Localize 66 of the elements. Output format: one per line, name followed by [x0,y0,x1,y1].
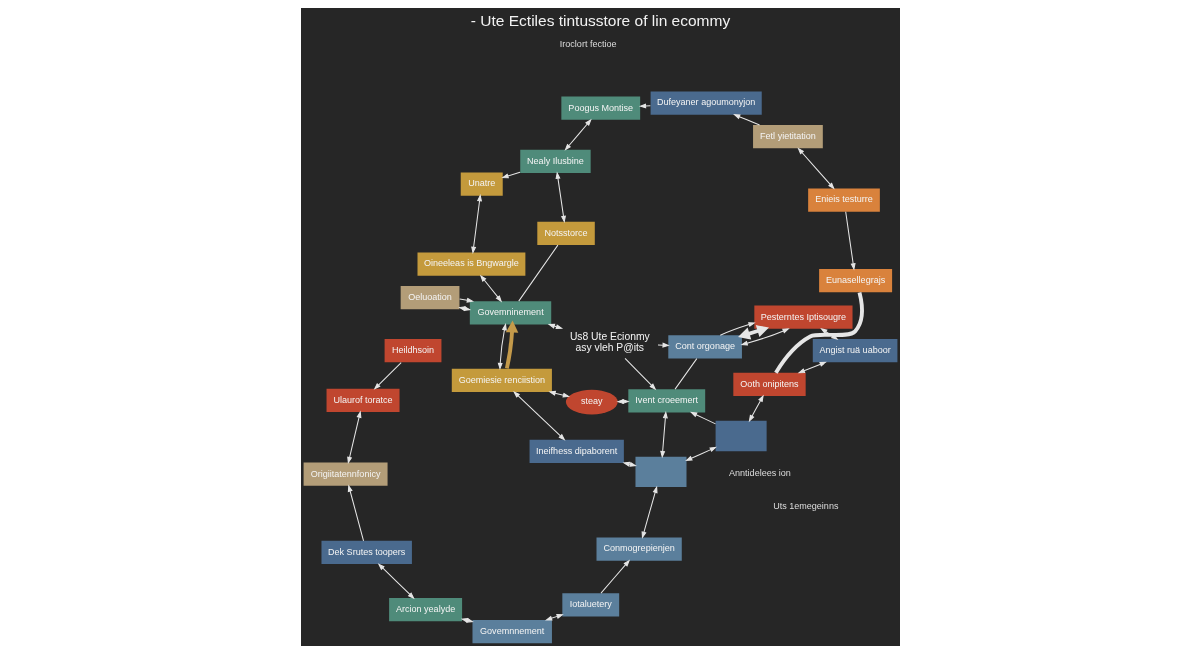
arrow [844,211,856,271]
node-box: Angist ruä uaboor [812,339,897,363]
node-box: Eunasellegrajs [818,269,892,293]
arrow [600,559,630,594]
label: Uts 1emegeinns [772,501,838,512]
node-box: Goemiesie renciistion [451,368,552,392]
arrow [479,274,502,303]
arrow [500,171,521,179]
arrow [497,323,507,371]
node-box: Conmogrepienjen [596,537,682,561]
node-box: Govemnnement [472,620,552,644]
arrow [719,322,756,336]
node-box: Unatre [460,172,503,196]
node-box: Notsstorce [536,221,595,246]
node-box: Ulaurof toratce [326,388,400,413]
node-box: Ivent croeemert [627,389,705,413]
node-box: Enieis testurre [807,188,880,212]
node-box: Ooth onipitens [732,372,806,396]
arrow [624,357,656,391]
node-box: Oeluoation [400,286,459,310]
node-box: Cont orgonage [667,335,742,359]
arrow [748,394,764,423]
node-box: Dek Srutes toopers [320,540,412,565]
node-box: Poogus Montise [560,96,640,120]
node-box: Ineifhess dipaborent [529,439,624,463]
arrow [797,361,827,374]
label: Iroclort fectioe [559,38,617,49]
label: Anntidelees ion [728,467,791,478]
node-box [715,420,767,452]
arrow [684,446,717,462]
node-box: Pesterntes Iptisougre [753,305,853,329]
diagram-title: - Ute Ectiles tintusstore of lin ecommy [470,11,730,29]
node-ellipse: steay [565,389,618,415]
arrow [641,485,658,539]
node-box: Iotaluetery [561,593,619,617]
node-box: Dufeyaner agoumonyjon [650,91,762,115]
arrow [470,194,482,254]
arrow [504,320,518,369]
arrow [657,342,670,348]
node-box: Heildhsoin [384,339,441,363]
arrow [347,484,364,542]
arrow [689,411,716,425]
connector [674,358,697,390]
arrow [458,297,474,303]
node-box: Oineeleas is Bngwargle [417,252,525,276]
node-box: Govemninement [469,301,551,325]
connector [773,292,864,374]
arrow [548,390,570,398]
arrow [659,411,668,459]
node-box: Arcion yealyde [388,598,462,622]
arrow [564,118,592,151]
arrow [555,171,566,224]
node-box [634,456,686,488]
node-box: Nealy Ilusbine [519,149,591,174]
arrow [796,147,835,190]
connector [517,244,558,302]
arrow [732,114,760,126]
node-box: Origiitatennfonicy [303,462,388,486]
arrow [377,563,415,600]
node-box: Fetl yietitation [752,125,823,149]
node-text: Us8 Ute Ecionmy asy vleh P@its [569,330,650,354]
arrow [346,410,361,465]
arrow [512,391,565,441]
arrow [373,362,402,390]
arrow [638,103,651,109]
arrow [544,614,564,621]
